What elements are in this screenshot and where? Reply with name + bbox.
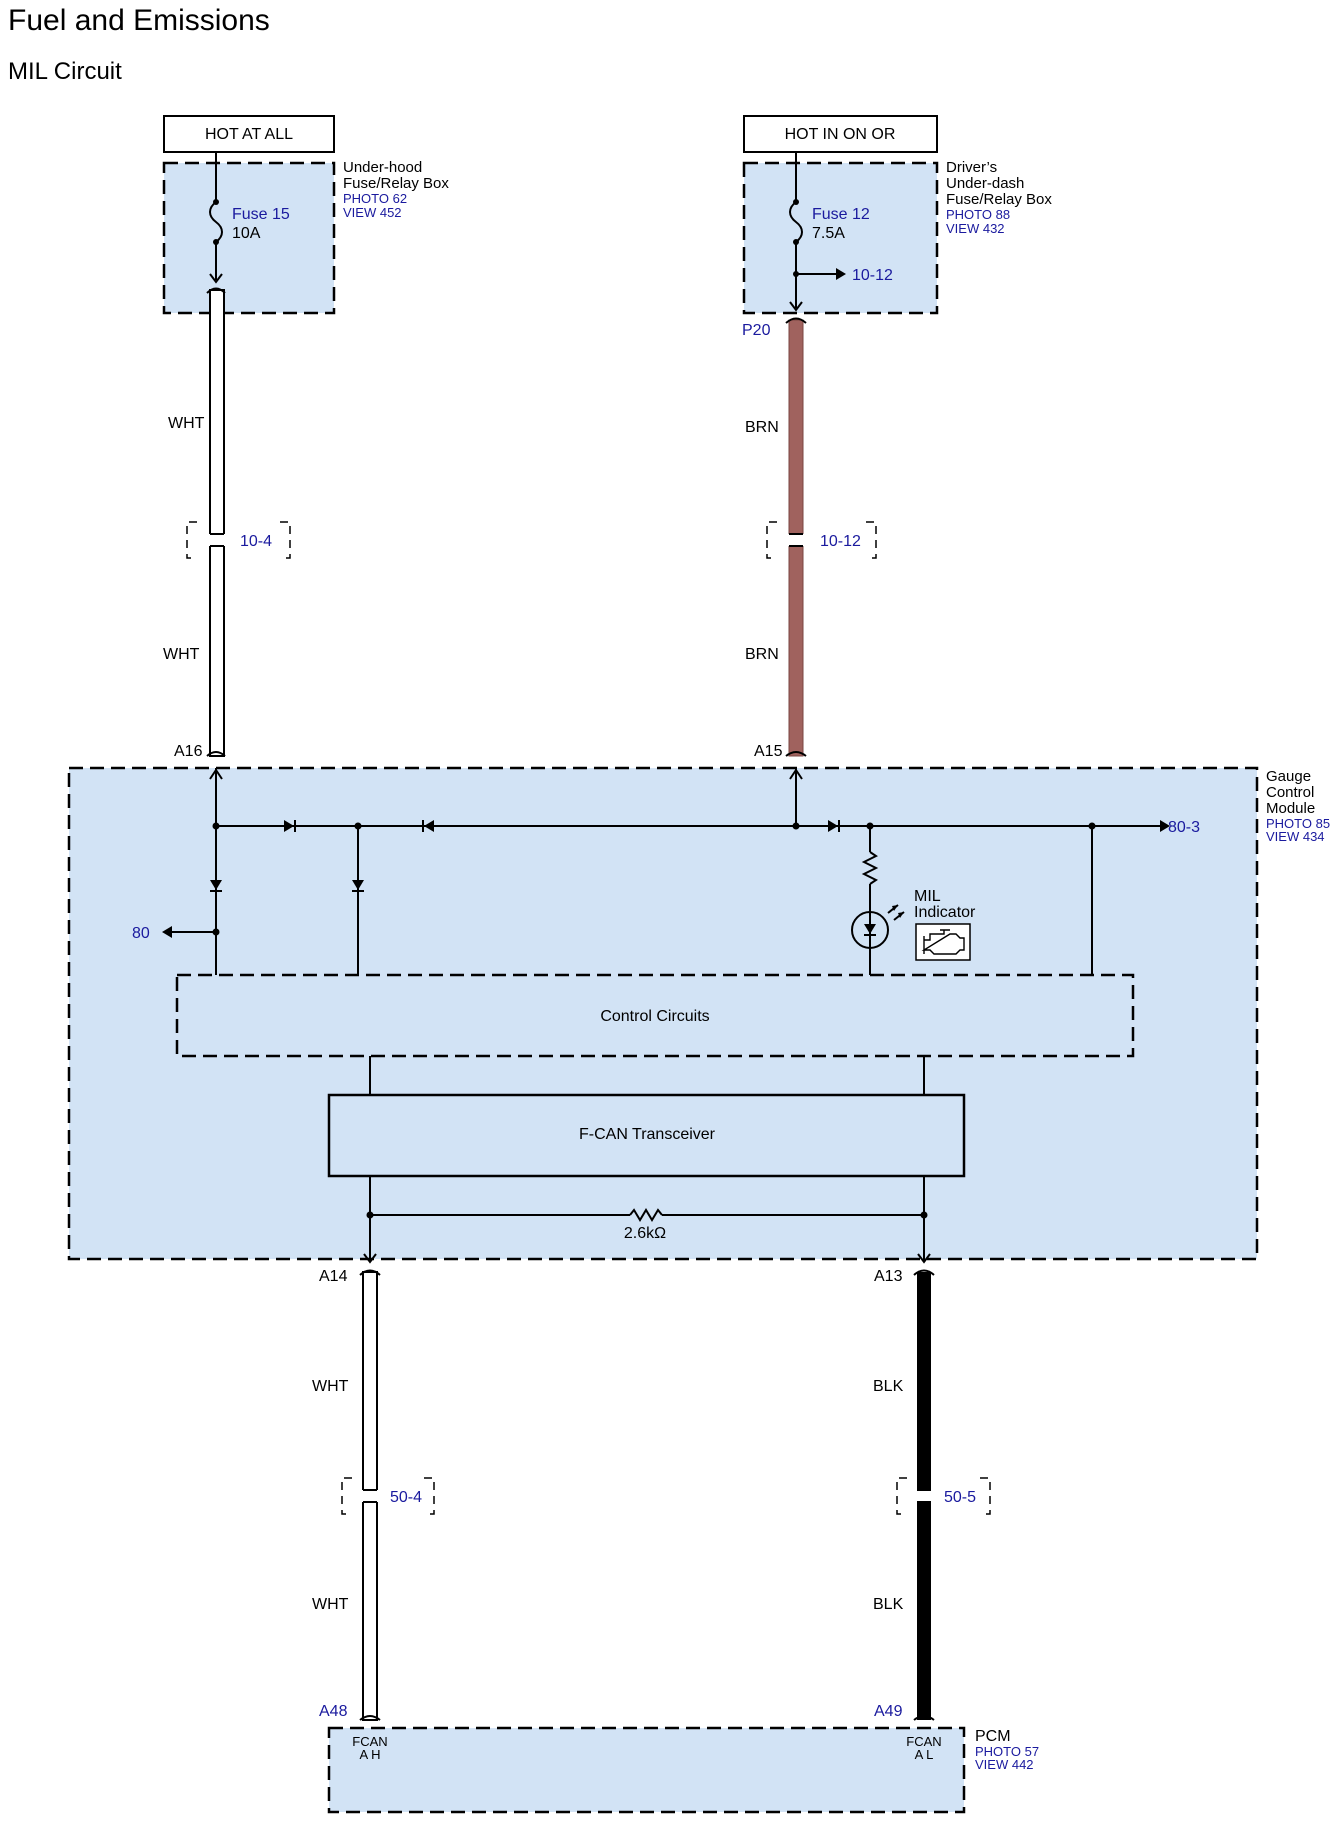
wire-a13-color-lower: BLK	[873, 1596, 904, 1613]
fuse15-rating: 10A	[232, 225, 261, 242]
fcan-transceiver-block	[327, 1093, 966, 1178]
wire-a15-color-lower: BRN	[745, 646, 779, 663]
fuse12-symbol	[789, 201, 803, 243]
diode-5	[352, 880, 364, 890]
pin-a48: A48	[319, 1703, 348, 1720]
hot-at-all-box	[163, 115, 335, 153]
diode-1	[284, 820, 294, 832]
underhood-fuse-box	[162, 161, 336, 315]
wire-wht-a16	[209, 289, 225, 757]
gcm-view: VIEW 434	[1266, 829, 1325, 844]
wire-a13-color-upper: BLK	[873, 1378, 904, 1395]
wire-a14-color-upper: WHT	[312, 1378, 349, 1395]
page-title: Fuel and Emissions	[8, 4, 270, 37]
pcm-name: PCM	[975, 1728, 1011, 1745]
diode-4	[210, 880, 222, 890]
underdash-name-3: Fuse/Relay Box	[946, 191, 1052, 208]
fcan-transceiver-label: F-CAN Transceiver	[579, 1126, 716, 1143]
pcm-module	[327, 1726, 966, 1814]
underhood-name-1: Under-hood	[343, 159, 422, 176]
resistor-value: 2.6kΩ	[624, 1225, 666, 1242]
diode-3	[828, 820, 838, 832]
pcm-view: VIEW 442	[975, 1757, 1034, 1772]
pcm-photo: PHOTO 57	[975, 1744, 1039, 1759]
out-ref-80-3: 80-3	[1168, 819, 1200, 836]
underdash-name-1: Driver’s	[946, 159, 997, 176]
fuse12-name: Fuse 12	[812, 206, 870, 223]
pin-a15: A15	[754, 743, 783, 760]
pcm-fcanl-line2: A L	[915, 1747, 934, 1762]
pin-a13: A13	[874, 1268, 903, 1285]
underhood-view: VIEW 452	[343, 205, 402, 220]
out-ref-80: 80	[132, 925, 150, 942]
wire-a15-color-upper: BRN	[745, 419, 779, 436]
diode-2	[424, 820, 434, 832]
mil-label-2: Indicator	[914, 904, 976, 921]
pcm-fcanh-line1: FCAN	[352, 1734, 387, 1749]
gcm-name-1: Gauge	[1266, 768, 1311, 785]
underdash-photo: PHOTO 88	[946, 207, 1010, 222]
underdash-name-2: Under-dash	[946, 175, 1024, 192]
splice-50-5: 50-5	[944, 1489, 976, 1506]
gcm-name-2: Control	[1266, 784, 1314, 801]
pcm-fcanl-line1: FCAN	[906, 1734, 941, 1749]
underdash-fuse-box	[742, 161, 939, 315]
splice-10-4: 10-4	[240, 533, 272, 550]
splice-10-12: 10-12	[820, 533, 861, 550]
termination-resistor	[629, 1208, 663, 1222]
engine-check-icon	[915, 923, 971, 961]
gcm-photo: PHOTO 85	[1266, 816, 1330, 831]
pin-a14: A14	[319, 1268, 348, 1285]
mil-resistor	[861, 851, 879, 885]
hot-in-on-box	[743, 115, 938, 153]
circuit-title: MIL Circuit	[8, 58, 122, 85]
control-circuits-block	[175, 973, 1135, 1058]
mil-label-1: MIL	[914, 888, 941, 905]
wire-a14-color-lower: WHT	[312, 1596, 349, 1613]
gcm-name-3: Module	[1266, 800, 1315, 817]
branch-10-12-ref: 10-12	[852, 267, 893, 284]
splice-50-4: 50-4	[390, 1489, 422, 1506]
fuse15-name: Fuse 15	[232, 206, 290, 223]
connector-p20: P20	[742, 322, 771, 339]
control-circuits-label: Control Circuits	[600, 1008, 709, 1025]
branch-10-12-arrow	[836, 268, 846, 280]
underdash-view: VIEW 432	[946, 221, 1005, 236]
fuse15-symbol	[209, 201, 223, 243]
underhood-photo: PHOTO 62	[343, 191, 407, 206]
fuse12-rating: 7.5A	[812, 225, 845, 242]
pin-a49: A49	[874, 1703, 903, 1720]
hot-at-all-label: HOT AT ALL	[205, 126, 293, 143]
hot-in-on-label: HOT IN ON OR	[785, 126, 896, 143]
wire-a16-color-upper: WHT	[168, 415, 205, 432]
pcm-fcanh-line2: A H	[360, 1747, 381, 1762]
pin-a16: A16	[174, 743, 203, 760]
underhood-name-2: Fuse/Relay Box	[343, 175, 449, 192]
wire-a16-color-lower: WHT	[163, 646, 200, 663]
